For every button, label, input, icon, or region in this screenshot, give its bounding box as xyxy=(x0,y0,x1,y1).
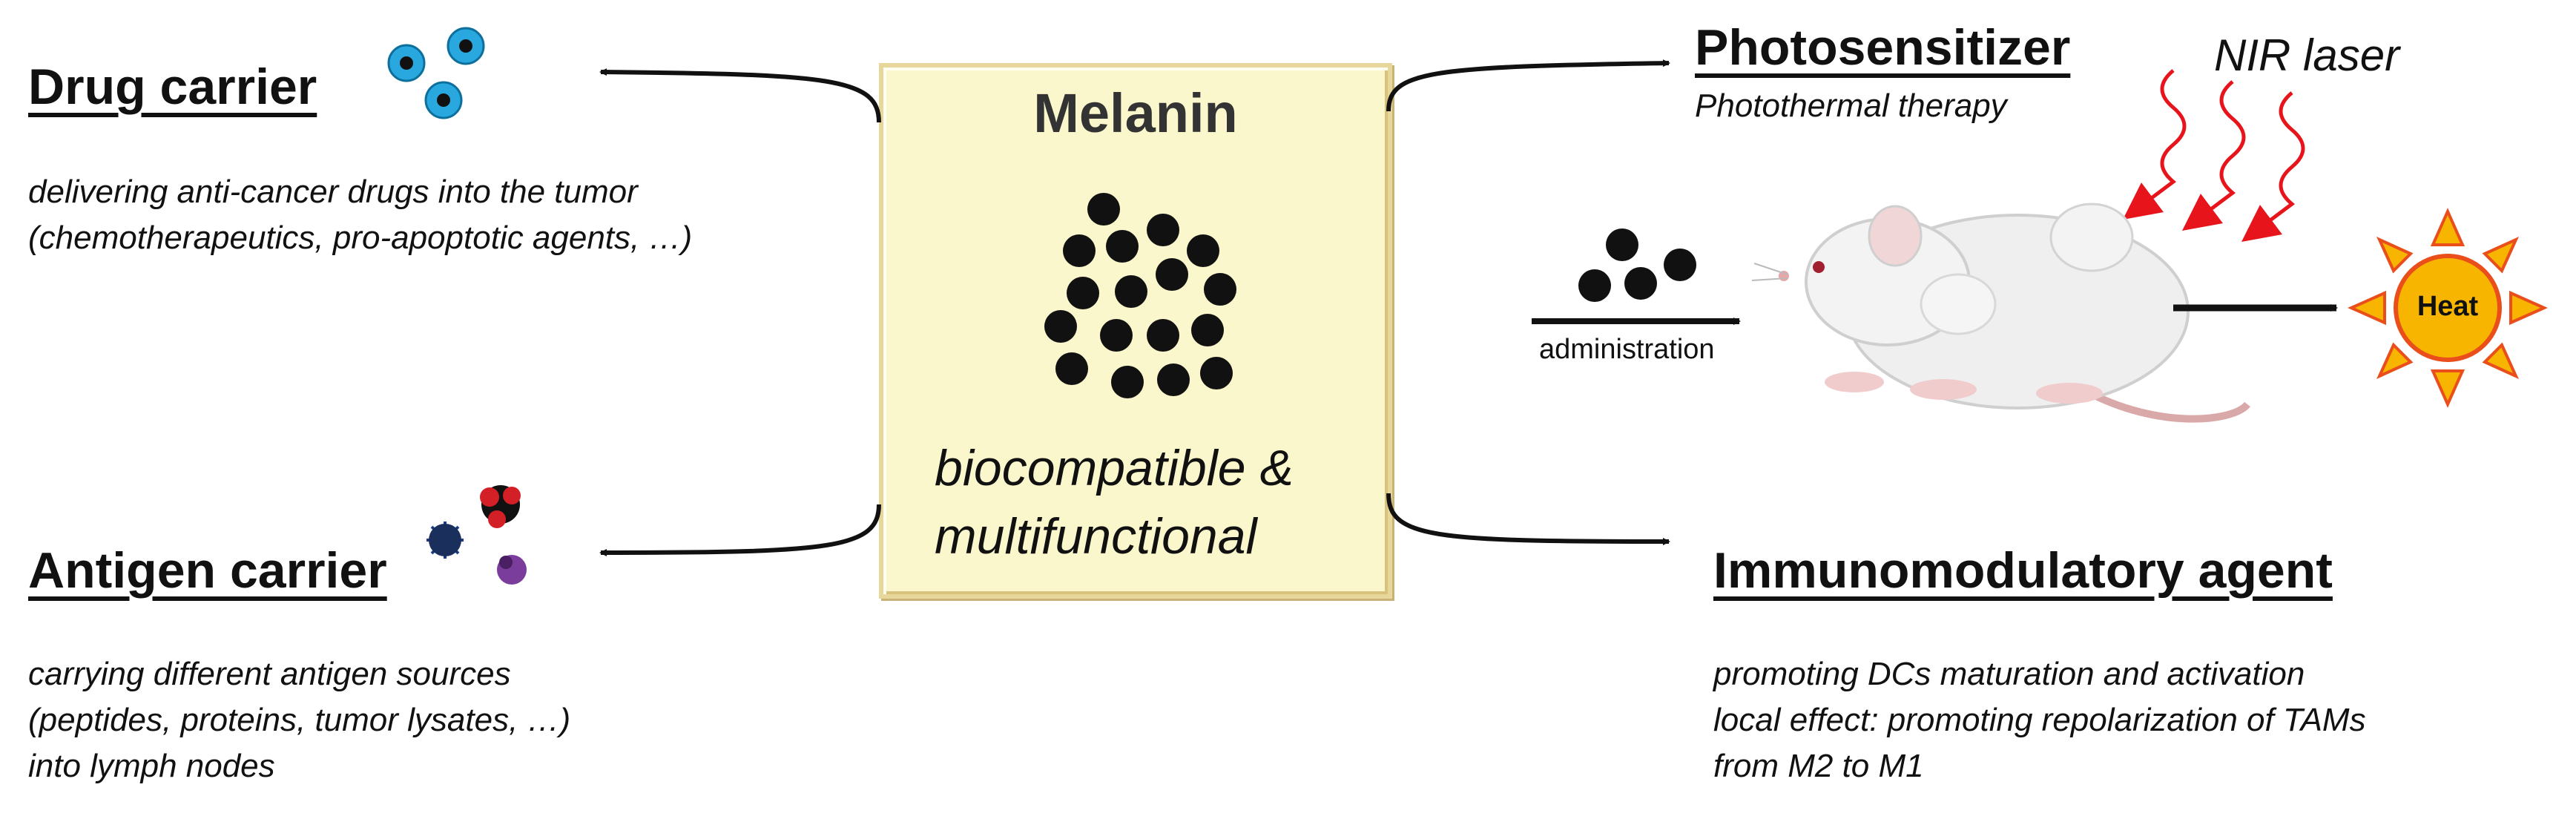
immunomodulatory-desc-3: from M2 to M1 xyxy=(1713,748,1924,784)
photosensitizer-subtitle: Photothermal therapy xyxy=(1695,88,2007,124)
immunomodulatory-title: Immunomodulatory agent xyxy=(1713,542,2333,599)
antigen-carrier-desc-1: carrying different antigen sources xyxy=(28,656,511,692)
arrow-to-photosensitizer xyxy=(1386,59,1670,112)
melanin-title: Melanin xyxy=(1033,82,1238,144)
drug-carrier-desc-1: delivering anti-cancer drugs into the tu… xyxy=(28,174,638,210)
antigen-carrier-desc-3: into lymph nodes xyxy=(28,748,275,784)
antigen-carrier-desc-2: (peptides, proteins, tumor lysates, …) xyxy=(28,702,571,738)
drug-carrier-description: delivering anti-cancer drugs into the tu… xyxy=(28,169,692,261)
caption-line-2: multifunctional xyxy=(935,508,1257,565)
mouse-illustration xyxy=(1751,203,2250,423)
sun-icon xyxy=(2348,208,2548,408)
administered-particles xyxy=(1578,228,1696,302)
arrow-to-antigen-carrier xyxy=(599,504,881,556)
caption-line-1: biocompatible & xyxy=(935,440,1294,496)
immunomodulatory-description: promoting DCs maturation and activation … xyxy=(1713,651,2366,789)
photosensitizer-title: Photosensitizer xyxy=(1695,19,2071,76)
nir-laser-rays xyxy=(2123,69,2305,242)
antigen-carrier-description: carrying different antigen sources (pept… xyxy=(28,651,570,789)
immunomodulatory-desc-2: local effect: promoting repolarization o… xyxy=(1713,702,2366,738)
antigen-carrier-icon xyxy=(426,485,527,585)
melanin-caption: biocompatible & multifunctional xyxy=(935,434,1372,570)
melanin-box xyxy=(879,63,1392,599)
drug-carrier-title: Drug carrier xyxy=(28,59,317,115)
nir-laser-label: NIR laser xyxy=(2214,30,2400,80)
arrow-to-immunomodulatory xyxy=(1386,493,1670,545)
melanin-particles xyxy=(1044,193,1236,398)
administration-label: administration xyxy=(1539,334,1715,365)
drug-carrier-desc-2: (chemotherapeutics, pro-apoptotic agents… xyxy=(28,220,693,256)
arrow-to-drug-carrier xyxy=(599,68,881,123)
immunomodulatory-desc-1: promoting DCs maturation and activation xyxy=(1713,656,2305,692)
heat-label: Heat xyxy=(2417,291,2479,322)
antigen-carrier-title: Antigen carrier xyxy=(28,542,387,599)
